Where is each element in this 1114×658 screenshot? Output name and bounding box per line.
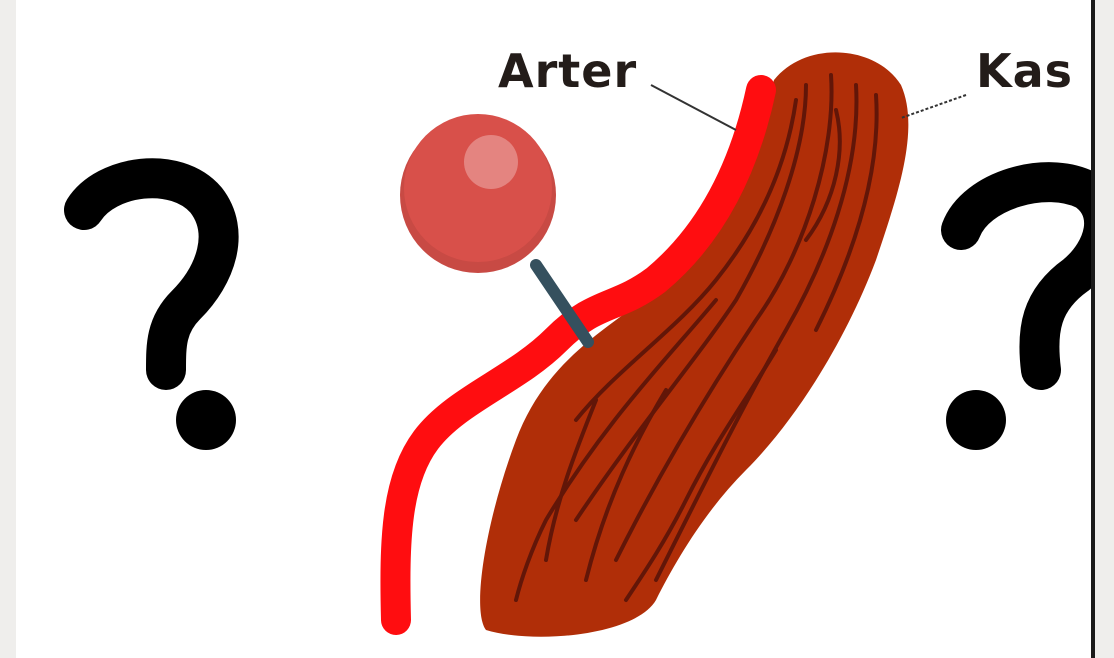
muscle-label: Kas — [976, 48, 1073, 94]
artery-leader-line — [651, 85, 736, 130]
artery-label: Arter — [498, 48, 637, 94]
diagram-canvas: Arter Kas — [16, 0, 1091, 658]
diagram-drawing — [16, 0, 1091, 658]
canvas-border — [1091, 0, 1095, 658]
pushpin-icon — [400, 114, 588, 342]
question-mark-right-icon — [946, 182, 1091, 450]
question-mark-left-icon — [84, 178, 236, 450]
muscle-leader-line — [901, 95, 966, 118]
